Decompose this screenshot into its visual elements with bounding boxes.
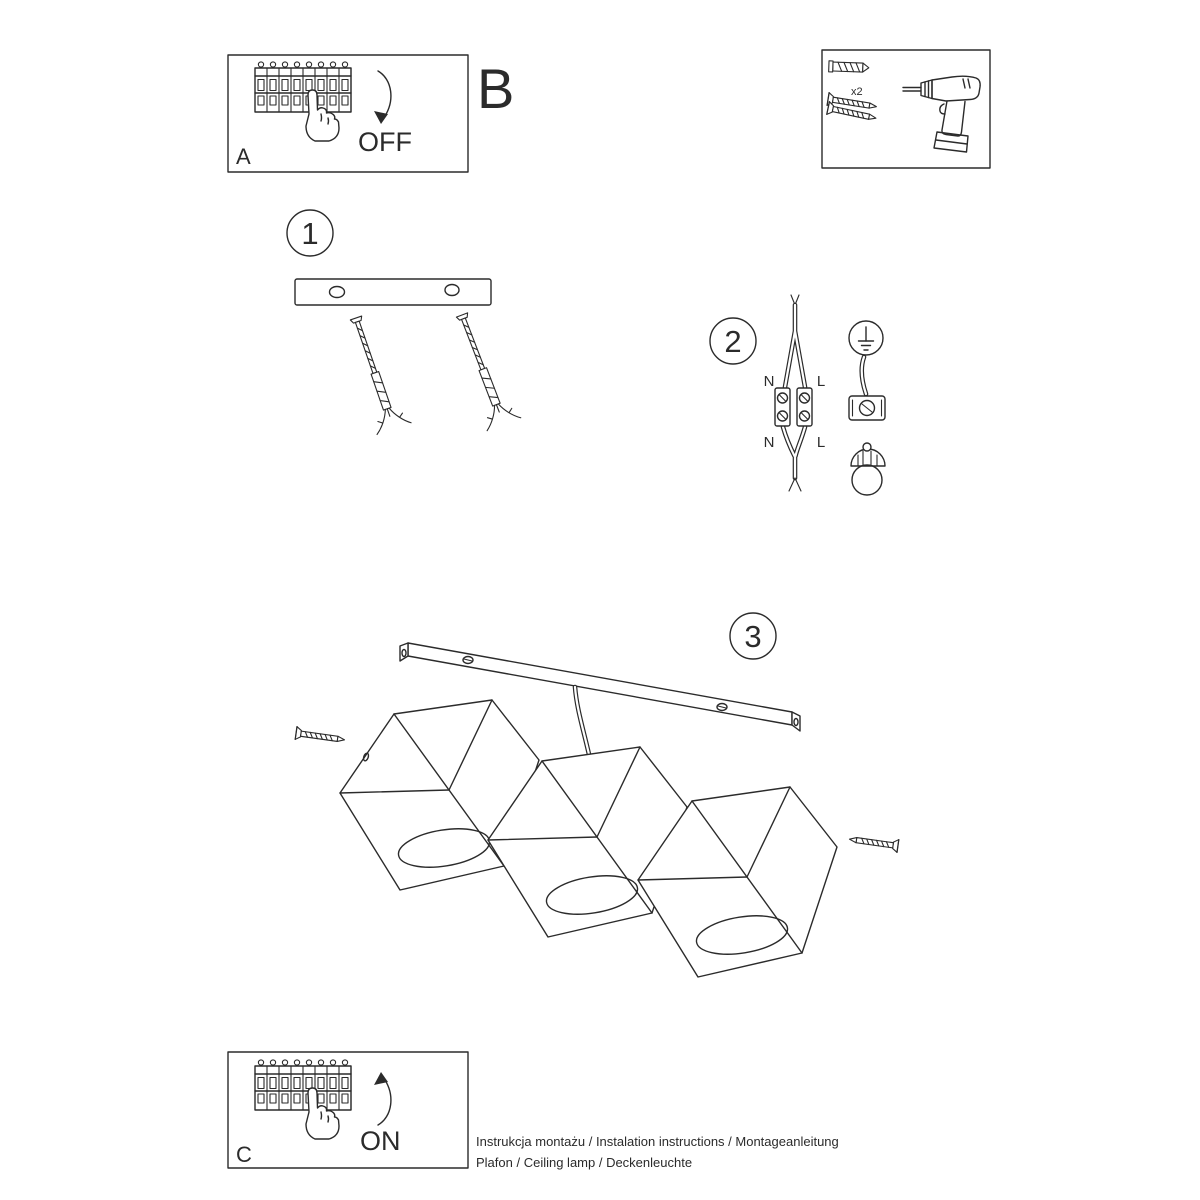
live-label-top: L [817, 373, 825, 390]
cable-clamp-icon [850, 442, 886, 496]
wall-anchor-icon [444, 307, 522, 432]
ground-terminal-icon [848, 395, 886, 421]
terminal-block-icon [774, 387, 813, 427]
supply-wire-drawing [780, 294, 808, 492]
step-2-number: 2 [709, 317, 757, 365]
power-on-state-label: ON [360, 1126, 401, 1156]
power-on-instruction-box: C ON [227, 1051, 469, 1169]
svg-text:2: 2 [724, 324, 741, 359]
breaker-panel-icon [255, 1060, 351, 1110]
step-1-section: 1 [286, 209, 522, 436]
svg-text:3: 3 [744, 619, 761, 654]
screw-right-icon [847, 832, 900, 854]
anchor-quantity-label: x2 [851, 86, 863, 98]
on-arrow-icon [374, 1072, 392, 1126]
section-letter: B [477, 57, 514, 120]
hardware-box: x2 [821, 49, 991, 169]
footer: Instrukcja montażu / Instalation instruc… [476, 1134, 839, 1170]
power-off-instruction-box: A OFF [227, 54, 469, 173]
ground-symbol-icon [848, 320, 884, 356]
drill-icon [902, 75, 981, 153]
step-1-number: 1 [286, 209, 334, 257]
box-c-label: C [236, 1142, 252, 1167]
power-off-state-label: OFF [358, 127, 412, 157]
mounting-bar-drawing [399, 642, 801, 732]
step-2-section: 2 N L N L [709, 294, 886, 496]
wall-anchor-icon [338, 311, 412, 436]
hand-press-icon [305, 1087, 340, 1140]
live-label-bottom: L [817, 434, 825, 451]
svg-text:1: 1 [301, 216, 318, 251]
step-3-section: 3 [294, 612, 900, 978]
breaker-panel-icon [255, 62, 351, 112]
footer-line-2: Plafon / Ceiling lamp / Deckenleuchte [476, 1155, 692, 1170]
neutral-label-bottom: N [764, 434, 775, 451]
hand-press-icon [305, 89, 340, 142]
box-a-label: A [236, 144, 251, 169]
step-3-number: 3 [729, 612, 777, 660]
footer-line-1: Instrukcja montażu / Instalation instruc… [476, 1134, 839, 1149]
screw-left-icon [294, 725, 347, 747]
shade-screw-hole [362, 752, 370, 762]
neutral-label-top: N [764, 373, 775, 390]
wall-plug-icon [828, 60, 870, 73]
mounting-bracket-drawing [294, 278, 492, 306]
off-arrow-icon [374, 70, 392, 124]
